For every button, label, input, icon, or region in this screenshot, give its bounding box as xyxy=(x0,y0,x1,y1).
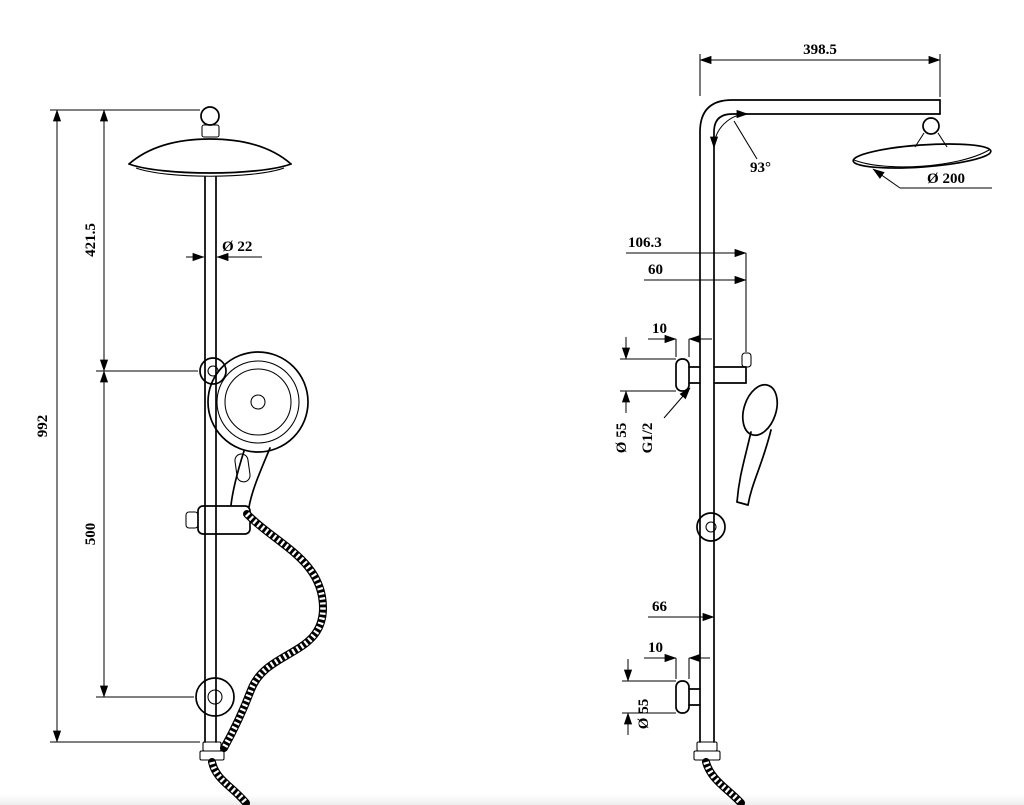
dim-top-arm-length-label: 398.5 xyxy=(803,42,837,58)
top-ball-joint xyxy=(200,106,220,138)
dim-lower-flange-diameter-label: Ø 55 xyxy=(636,699,652,729)
dim-lower-flange-diameter: Ø 55 xyxy=(622,659,676,735)
dim-lower-plate-thickness: 10 xyxy=(644,640,710,679)
dim-rail-diameter: Ø 22 xyxy=(186,239,262,262)
slider-bracket xyxy=(185,505,251,535)
hand-shower xyxy=(207,351,309,508)
lower-wall-flange-side xyxy=(675,680,701,714)
dim-lower-bracket-reach: 66 xyxy=(648,599,715,622)
shower-hose-front xyxy=(208,510,328,805)
hand-shower-side xyxy=(736,383,779,506)
front-fixture xyxy=(128,106,328,805)
dim-lower-bracket-reach-label: 66 xyxy=(652,599,668,615)
dim-lower-section: 500 xyxy=(83,370,109,698)
dim-connection-thread-label: G1/2 xyxy=(640,423,656,454)
dim-head-diameter: Ø 200 xyxy=(872,168,992,189)
dim-lower-plate-thickness-label: 10 xyxy=(648,640,663,656)
bottom-outlet-fitting-side xyxy=(693,741,721,761)
rain-shower-head xyxy=(128,138,292,177)
dim-overall-height-label: 992 xyxy=(35,415,51,438)
dim-upper-bracket-depth-label: 60 xyxy=(648,262,663,278)
rain-shower-head-side xyxy=(852,143,992,169)
dim-upper-flange-diameter: Ø 55 xyxy=(614,337,676,453)
dim-upper-section-label: 421.5 xyxy=(83,223,99,257)
head-ball-joint-side xyxy=(914,117,948,148)
dim-upper-flange-diameter-label: Ø 55 xyxy=(614,423,630,453)
dim-arm-angle: 93° xyxy=(709,109,771,176)
shower-hose-side xyxy=(702,758,745,805)
side-view: 398.5 93° Ø 200 xyxy=(614,42,992,805)
dim-upper-bracket-reach-label: 106.3 xyxy=(628,235,662,251)
slider-knob-side xyxy=(696,512,726,542)
dim-overall-height: 992 xyxy=(35,109,62,743)
dim-upper-section: 421.5 xyxy=(83,109,109,372)
dim-upper-bracket-depth: 60 xyxy=(644,262,747,285)
dim-upper-bracket-reach: 106.3 xyxy=(626,235,747,352)
dim-lower-section-label: 500 xyxy=(83,523,99,546)
dim-top-arm-length: 398.5 xyxy=(699,42,941,97)
front-extension-lines xyxy=(50,109,200,743)
dim-rail-diameter-label: Ø 22 xyxy=(222,239,252,255)
bottom-wall-flange-front xyxy=(195,677,235,717)
handset-holder-side xyxy=(713,352,752,384)
bottom-outlet-fitting-front xyxy=(199,741,225,761)
dim-upper-plate-thickness-label: 10 xyxy=(652,321,667,337)
side-pipe xyxy=(699,99,941,743)
dim-upper-plate-thickness: 10 xyxy=(648,321,712,357)
front-view: 992 421.5 500 Ø 22 xyxy=(35,106,328,805)
shower-rail xyxy=(204,176,217,743)
dim-head-diameter-label: Ø 200 xyxy=(927,171,965,187)
dim-connection-thread: G1/2 xyxy=(640,387,691,454)
upper-wall-flange-side xyxy=(675,358,701,392)
dim-arm-angle-label: 93° xyxy=(750,160,771,176)
bottom-shadow xyxy=(0,795,1024,805)
